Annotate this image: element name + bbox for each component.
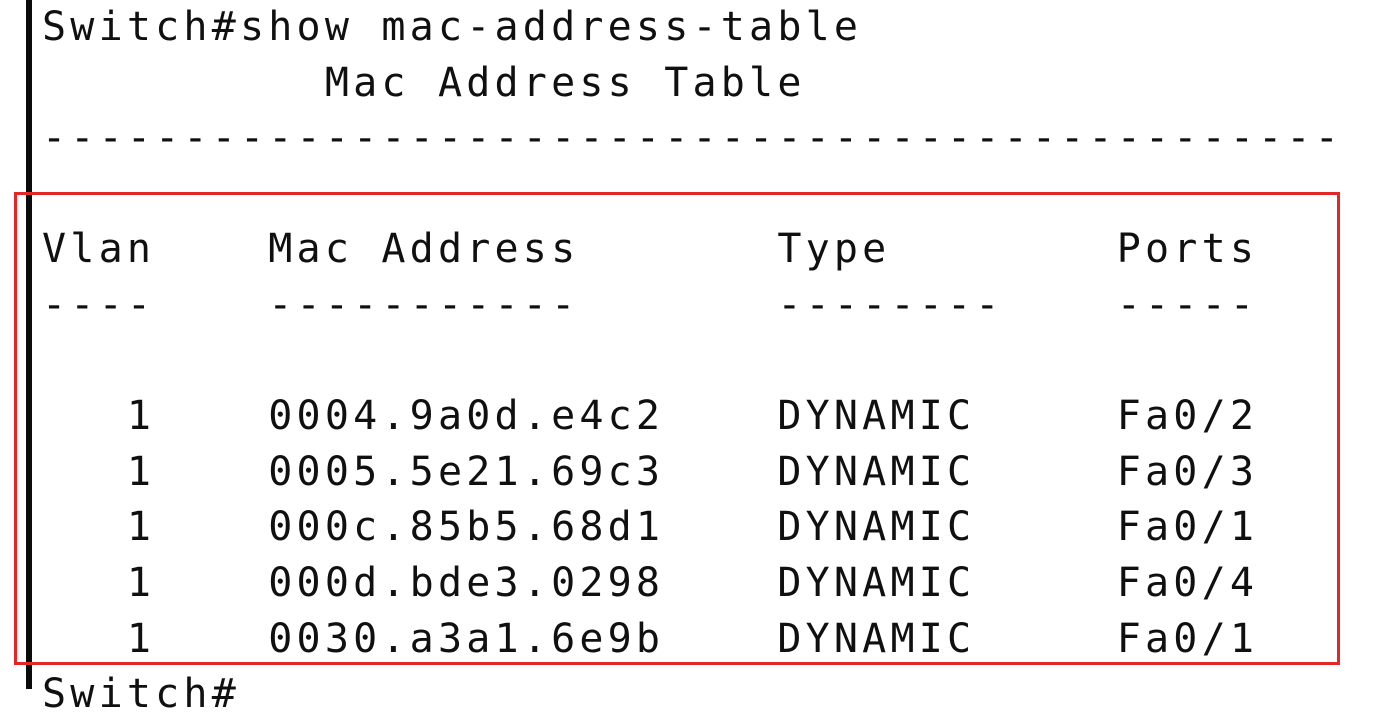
console-output: Switch#show mac-address-table Mac Addres…	[42, 0, 1390, 723]
table-row: 1 0004.9a0d.e4c2 DYNAMIC Fa0/2	[42, 393, 1259, 440]
terminal-screen: Switch#show mac-address-table Mac Addres…	[14, 0, 1340, 718]
blank-line-1	[42, 167, 1390, 223]
top-separator-rule: ----------------------------------------…	[42, 115, 1343, 162]
command-line: Switch#show mac-address-table	[42, 4, 863, 50]
table-header-row: Vlan Mac Address Type Ports	[42, 226, 1259, 273]
table-row: 1 0030.a3a1.6e9b DYNAMIC Fa0/1	[42, 615, 1259, 662]
table-row: 1 000c.85b5.68d1 DYNAMIC Fa0/1	[42, 504, 1259, 551]
table-header-rule: ---- ----------- -------- -----	[42, 281, 1259, 328]
trailing-prompt[interactable]: Switch#	[42, 671, 240, 718]
terminal-left-margin-rule	[26, 0, 32, 689]
blank-line-2	[42, 334, 1390, 390]
report-title-line: Mac Address Table	[42, 59, 806, 106]
table-row: 1 0005.5e21.69c3 DYNAMIC Fa0/3	[42, 448, 1259, 495]
table-row: 1 000d.bde3.0298 DYNAMIC Fa0/4	[42, 559, 1259, 606]
